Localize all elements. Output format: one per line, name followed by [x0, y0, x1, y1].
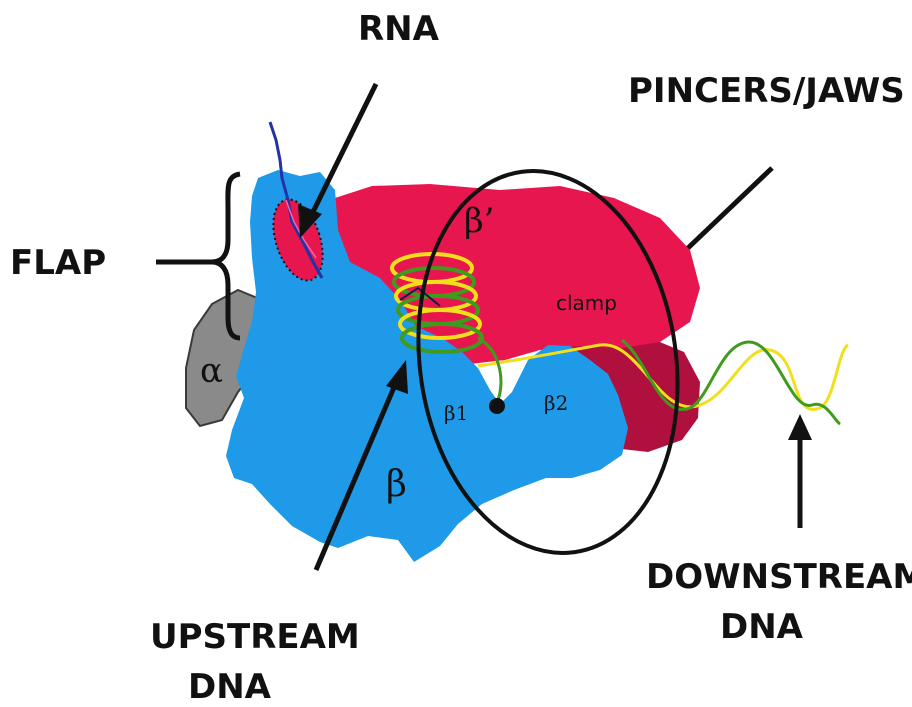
pincers-pointer-line — [688, 168, 772, 248]
upstream-label: UPSTREAM — [150, 617, 360, 657]
flap-label: FLAP — [10, 243, 106, 283]
downstream-arrowhead — [788, 414, 812, 440]
upstream-dna-label: DNA — [188, 667, 272, 707]
alpha-label: α — [200, 351, 223, 391]
active-site-dot — [489, 398, 505, 414]
beta-prime-label: β’ — [464, 201, 494, 241]
rna-label: RNA — [358, 9, 440, 49]
pincers-jaws-label: PINCERS/JAWS — [628, 71, 905, 111]
beta-label: β — [386, 464, 407, 505]
beta1-label: β1 — [444, 401, 468, 425]
downstream-dna-label: DNA — [720, 607, 804, 647]
clamp-label: clamp — [556, 291, 617, 315]
downstream-label: DOWNSTREAM — [646, 557, 912, 597]
beta2-label: β2 — [544, 391, 568, 415]
